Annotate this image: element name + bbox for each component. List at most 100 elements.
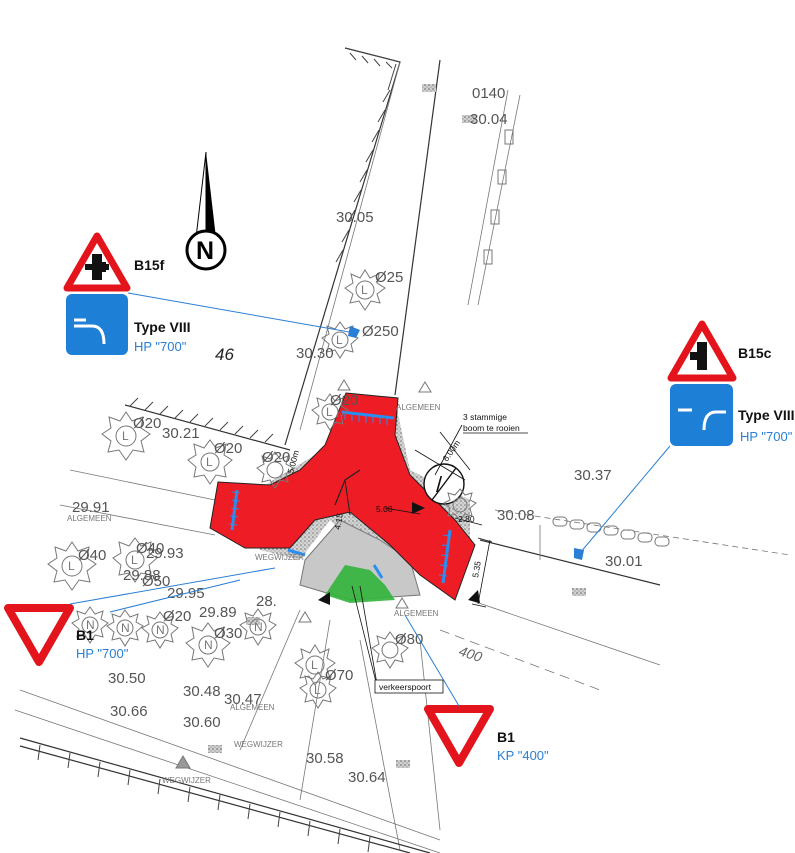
- svg-text:/: /: [436, 472, 443, 497]
- yield-sign-icon: [4, 604, 74, 666]
- green-island: [325, 565, 395, 603]
- svg-text:4.15: 4.15: [332, 512, 345, 530]
- svg-text:KP "400": KP "400": [497, 748, 549, 763]
- small-markers: [175, 379, 432, 769]
- elevation-label: Ø50: [142, 573, 170, 590]
- elevation-label: Ø40: [136, 540, 164, 557]
- elevation-label: Ø20: [163, 608, 191, 625]
- elevation-label: 30.47: [224, 691, 262, 708]
- tree-symbol-icon: [443, 488, 477, 522]
- svg-text:Type VIII: Type VIII: [134, 319, 191, 335]
- svg-text:WEGWIJZER: WEGWIJZER: [255, 553, 304, 562]
- elevation-label: 30.64: [348, 769, 386, 786]
- svg-text:L: L: [311, 658, 318, 672]
- svg-text:WEGWIJZER: WEGWIJZER: [234, 740, 283, 749]
- tree-symbol-icon: [256, 451, 294, 489]
- sign-b15c: B15c Type VIII HP "700": [574, 320, 795, 560]
- svg-text:L: L: [314, 683, 321, 697]
- annotation-tree-removal: 3 stammige boom te rooien: [463, 412, 528, 434]
- tree-symbol-icon: [371, 631, 409, 669]
- svg-text:WEGWIJZER: WEGWIJZER: [162, 776, 211, 785]
- kerb-strips: [230, 410, 452, 584]
- elevation-label: Ø70: [325, 667, 353, 684]
- svg-text:5.35: 5.35: [470, 560, 483, 578]
- elevation-label: Ø80: [395, 631, 423, 648]
- svg-text:L: L: [361, 283, 368, 297]
- intersection: /: [209, 392, 493, 691]
- svg-text:ALGEMEEN: ALGEMEEN: [396, 403, 441, 412]
- tree-symbol-icon: N: [71, 606, 109, 644]
- sign-b1-bottom: B1 KP "400": [404, 614, 549, 767]
- svg-text:L: L: [122, 429, 129, 443]
- svg-text:5.08: 5.08: [376, 504, 393, 514]
- tree-symbol-icon: L: [101, 411, 151, 461]
- elevation-label: 30.04: [470, 111, 508, 128]
- svg-text:B1: B1: [76, 627, 94, 643]
- elevation-label: Ø30: [214, 625, 242, 642]
- warning-triangle-icon: [175, 755, 191, 769]
- tree-removal-marker: /: [423, 463, 465, 505]
- svg-text:verkeerspoort: verkeerspoort: [379, 682, 432, 692]
- tree-symbol-icon: L: [47, 541, 97, 591]
- elevation-label: 29.91: [72, 499, 110, 516]
- annotation-verkeerspoort: verkeerspoort: [374, 679, 444, 694]
- boundary-hatch-west: [129, 397, 274, 443]
- trees: L L L L L L L N N N N N L L: [47, 269, 477, 709]
- tree-symbol-icon: L: [344, 269, 386, 311]
- elevation-label: 29.89: [199, 604, 237, 621]
- svg-text:N: N: [121, 621, 130, 635]
- svg-text:boom te rooien: boom te rooien: [463, 423, 520, 433]
- elevation-labels: 0140 30.04 30.05 Ø25 Ø250 30.01 30.37 30…: [72, 85, 643, 786]
- svg-text:B15f: B15f: [134, 257, 165, 273]
- elevation-label: Ø25: [375, 269, 403, 286]
- svg-text:L: L: [326, 405, 333, 419]
- svg-text:L: L: [68, 559, 75, 573]
- elevation-label: 30.58: [306, 750, 344, 767]
- elevation-label: 30.60: [183, 714, 221, 731]
- elevation-label: 0140: [472, 85, 505, 102]
- elevation-label: 30.48: [183, 683, 221, 700]
- tree-symbol-icon: N: [106, 609, 144, 647]
- tree-symbol-icon: N: [185, 622, 231, 668]
- elevation-label: Ø20: [133, 415, 161, 432]
- elevation-label: 30.01: [605, 553, 643, 570]
- tree-symbol-icon: L: [187, 439, 233, 485]
- svg-text:L: L: [206, 455, 213, 469]
- svg-text:B1: B1: [497, 729, 515, 745]
- elevation-label: 400: [457, 643, 484, 666]
- svg-text:2.80: 2.80: [458, 514, 475, 524]
- elevation-label: 30.50: [108, 670, 146, 687]
- elevation-label: 28.: [256, 593, 277, 610]
- svg-text:ALGEMEEN: ALGEMEEN: [67, 514, 112, 523]
- elevation-label: Ø20: [262, 449, 290, 466]
- elevation-label: Ø20: [330, 392, 358, 409]
- grey-labels: ALGEMEEN ALGEMEEN ALGEMEEN ALGEMEEN WEGW…: [67, 403, 441, 785]
- svg-text:HP "700": HP "700": [134, 339, 187, 354]
- tree-symbol-icon: L: [299, 671, 337, 709]
- tree-symbol-icon: L: [112, 537, 158, 583]
- fence-south: [19, 737, 431, 853]
- sign-b15f: B15f Type VIII HP "700": [63, 232, 360, 355]
- tree-symbol-icon: N: [141, 611, 179, 649]
- svg-text:L: L: [131, 553, 138, 567]
- tree-symbol-icon: L: [311, 393, 349, 431]
- elevation-label: 29.88: [123, 567, 161, 584]
- svg-text:N: N: [254, 620, 263, 634]
- plot-number: 46: [215, 345, 234, 364]
- road-lines: [14, 47, 791, 853]
- parking-stalls-north: [483, 129, 514, 265]
- svg-text:B15c: B15c: [738, 345, 772, 361]
- elevation-label: Ø250: [362, 323, 399, 340]
- svg-text:N: N: [196, 237, 214, 265]
- tree-symbol-icon: L: [294, 644, 336, 686]
- elevation-label: 30.21: [162, 425, 200, 442]
- svg-text:N: N: [156, 623, 165, 637]
- yield-sign-icon: [424, 705, 494, 767]
- sign-b1-left: B1 HP "700": [4, 567, 276, 666]
- elevation-label: 30.66: [110, 703, 148, 720]
- svg-text:HP "700": HP "700": [76, 646, 129, 661]
- svg-text:8.00m: 8.00m: [440, 438, 462, 463]
- svg-text:3 stammige: 3 stammige: [463, 412, 507, 422]
- elevation-label: 30.37: [574, 467, 612, 484]
